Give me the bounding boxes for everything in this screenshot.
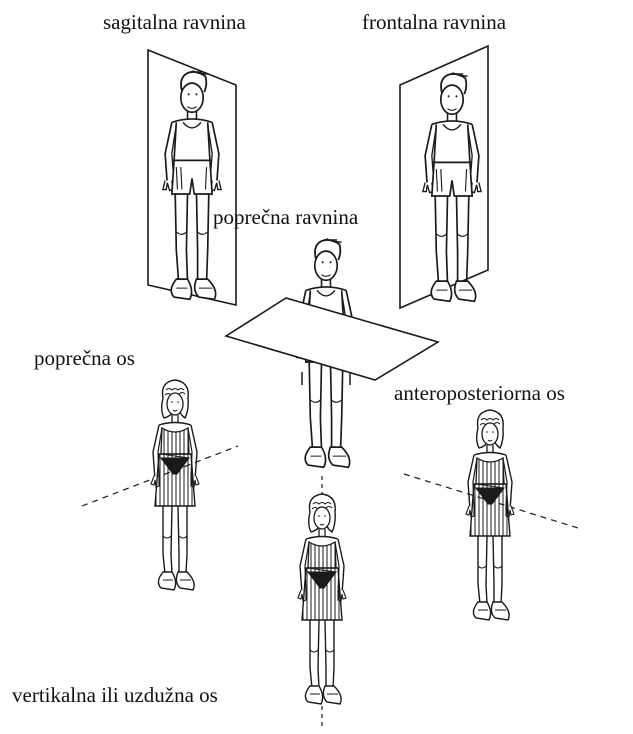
sagittal-plane-label: sagitalna ravnina <box>103 12 246 33</box>
female-figure-icon <box>298 494 346 704</box>
transverse-plane-label: poprečna ravnina <box>213 207 358 228</box>
transverse-axis-label: poprečna os <box>34 348 135 369</box>
vertical-axis-label: vertikalna ili uzdužna os <box>12 685 218 706</box>
vertical-axis <box>298 476 346 728</box>
anteroposterior-axis-label: anteroposteriorna os <box>394 383 565 404</box>
sagittal-plane <box>148 50 236 305</box>
transverse-axis <box>82 380 238 590</box>
frontal-plane <box>400 46 488 308</box>
frontal-plane-label: frontalna ravnina <box>362 12 506 33</box>
anteroposterior-axis <box>404 410 578 620</box>
female-figure-icon <box>151 380 199 590</box>
female-figure-icon <box>466 410 514 620</box>
